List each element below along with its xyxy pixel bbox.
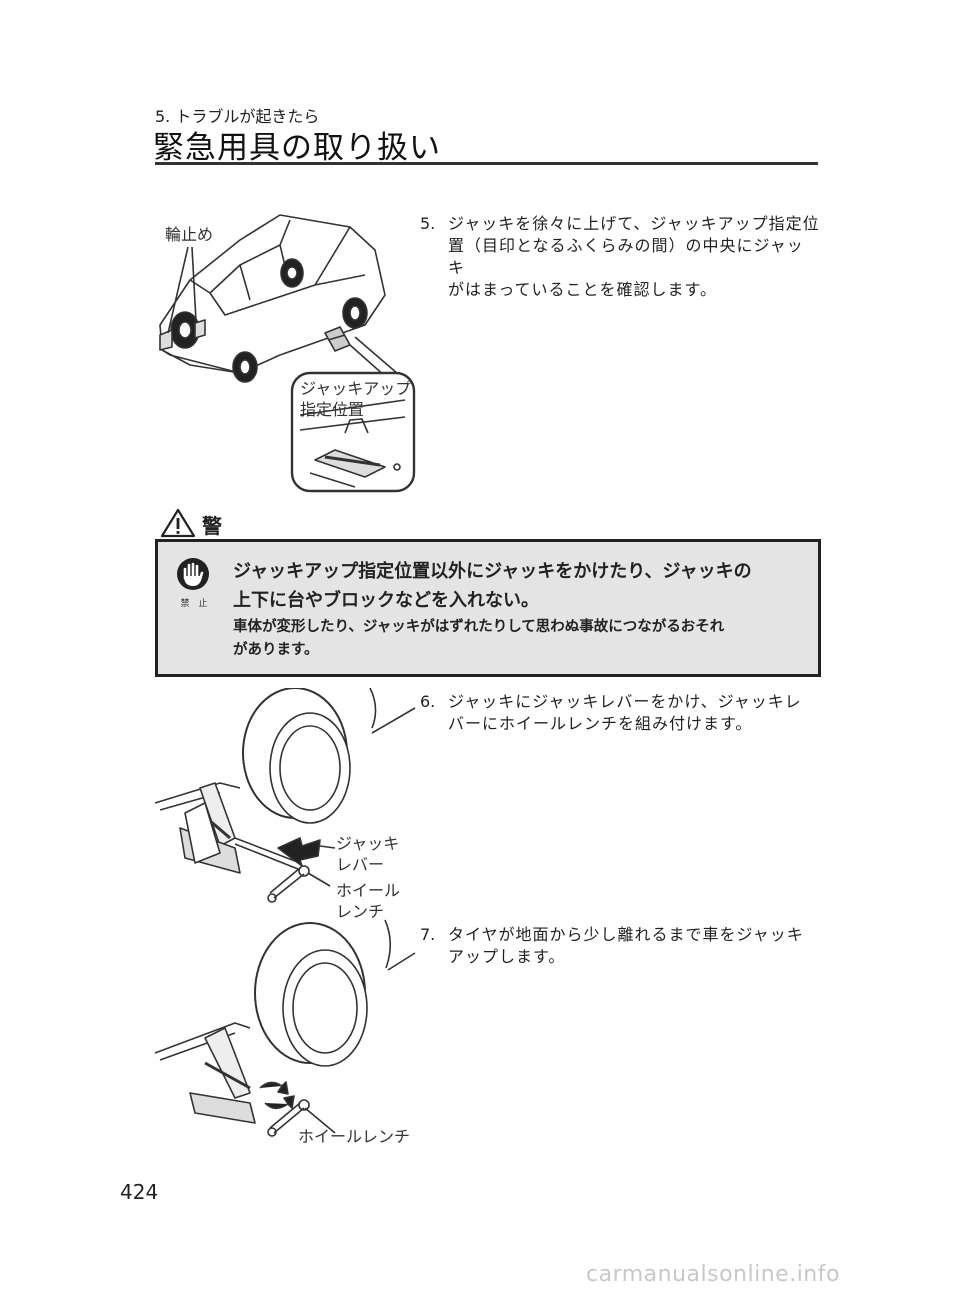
wheel-wrench-label-line2: レンチ <box>336 902 385 921</box>
step-6-line: ジャッキにジャッキレバーをかけ、ジャッキレ <box>448 692 802 711</box>
figure-jack-up <box>150 918 430 1143</box>
step-5-line: ジャッキを徐々に上げて、ジャッキアップ指定位 <box>448 214 820 233</box>
jack-lever-label-line2: レバー <box>336 855 385 874</box>
step-5-text: ジャッキを徐々に上げて、ジャッキアップ指定位 置（目印となるふくらみの間）の中央… <box>448 213 820 301</box>
wheel-wrench-label-2: ホイールレンチ <box>298 1127 411 1146</box>
figure-jack-lever <box>150 687 430 918</box>
warning-main-text: ジャッキアップ指定位置以外にジャッキをかけたり、ジャッキの 上下に台やブロックな… <box>233 557 803 615</box>
step-6-number: 6. <box>420 692 436 711</box>
step-5: 5. ジャッキを徐々に上げて、ジャッキアップ指定位 置（目印となるふくらみの間）… <box>420 213 820 299</box>
prohibition-caption: 禁 止 <box>180 599 208 609</box>
warning-main-line: ジャッキアップ指定位置以外にジャッキをかけたり、ジャッキの <box>233 561 752 582</box>
wheel-wrench-label: ホイール レンチ <box>336 880 400 922</box>
warning-main-line: 上下に台やブロックなどを入れない。 <box>233 590 539 611</box>
chapter-heading: 5. トラブルが起きたら <box>155 107 320 126</box>
jack-lever-label: ジャッキ レバー <box>336 833 399 875</box>
figure-car-jack-point <box>150 205 420 495</box>
warning-sub-line: 車体が変形したり、ジャッキがはずれたりして思わぬ事故につながるおそれ <box>233 619 725 635</box>
jack-point-label-line2: 指定位置 <box>300 400 365 419</box>
step-7-line: アップします。 <box>448 947 566 966</box>
chock-label: 輪止め <box>165 225 214 244</box>
warning-sub-text: 車体が変形したり、ジャッキがはずれたりして思わぬ事故につながるおそれ があります… <box>233 616 808 662</box>
step-5-number: 5. <box>420 214 436 233</box>
warning-sub-line: があります。 <box>233 642 319 658</box>
warning-triangle-icon <box>160 508 196 538</box>
jack-lever-label-line1: ジャッキ <box>336 834 400 853</box>
jack-point-label-line1: ジャッキアップ <box>300 379 412 398</box>
step-6-line: バーにホイールレンチを組み付けます。 <box>448 714 753 733</box>
step-5-line: 置（目印となるふくらみの間）の中央にジャッキ <box>448 236 804 277</box>
step-7-line: タイヤが地面から少し離れるまで車をジャッキ <box>448 925 804 944</box>
step-6: 6. ジャッキにジャッキレバーをかけ、ジャッキレ バーにホイールレンチを組み付け… <box>420 691 820 739</box>
title-rule <box>155 162 818 165</box>
warning-box <box>155 539 821 677</box>
wheel-wrench-label-line1: ホイール <box>336 881 401 900</box>
page-number: 424 <box>120 1180 159 1204</box>
step-7: 7. タイヤが地面から少し離れるまで車をジャッキ アップします。 <box>420 924 820 972</box>
step-6-text: ジャッキにジャッキレバーをかけ、ジャッキレ バーにホイールレンチを組み付けます。 <box>448 691 802 735</box>
step-7-text: タイヤが地面から少し離れるまで車をジャッキ アップします。 <box>448 924 804 968</box>
prohibition-icon: 禁 止 <box>172 556 216 609</box>
jack-point-label: ジャッキアップ 指定位置 <box>300 378 411 420</box>
page-title: 緊急用具の取り扱い <box>153 130 441 166</box>
step-5-line: がはまっていることを確認します。 <box>448 280 717 299</box>
watermark: carmanualsonline.info <box>586 1262 840 1287</box>
step-7-number: 7. <box>420 925 436 944</box>
